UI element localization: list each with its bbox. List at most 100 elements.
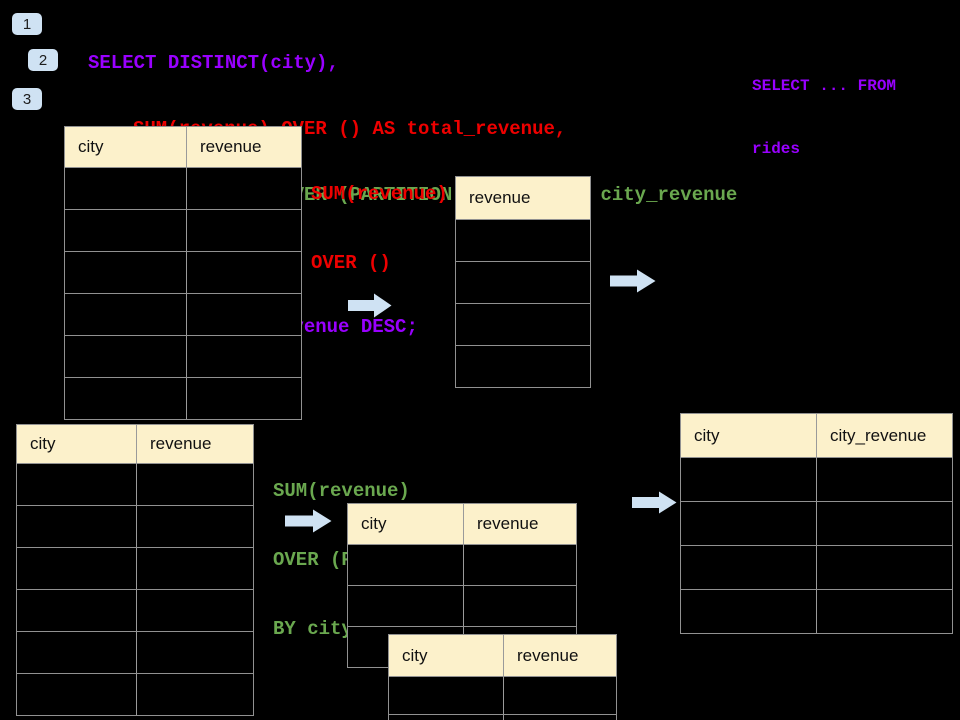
table-row <box>456 219 590 261</box>
table-cell <box>65 210 186 251</box>
table-row <box>65 335 301 377</box>
table-cell <box>456 346 590 387</box>
table-row <box>389 714 616 720</box>
table-cell <box>681 546 816 589</box>
table-row <box>456 303 590 345</box>
column-header-city: city <box>30 434 56 453</box>
table-cell <box>681 458 816 501</box>
table-cell <box>186 168 301 209</box>
table-cell <box>681 502 816 545</box>
table-cell <box>136 464 253 505</box>
table-row <box>348 544 576 585</box>
table-header-row: revenue <box>456 177 590 219</box>
table-cell <box>136 674 253 715</box>
table-cell <box>65 378 186 419</box>
table-row <box>456 345 590 387</box>
column-header-city: city <box>402 645 428 665</box>
table-row <box>17 547 253 589</box>
table-cell <box>681 590 816 633</box>
arrow-right-icon <box>610 269 656 293</box>
table-cell <box>348 545 463 585</box>
table-cell <box>186 210 301 251</box>
table-row <box>348 585 576 626</box>
table-row <box>17 673 253 715</box>
table-cell <box>17 674 136 715</box>
table-cell <box>65 294 186 335</box>
step-badge-2: 2 <box>28 49 58 71</box>
table-source-bottom: city revenue <box>16 424 254 716</box>
sql-line-select: SELECT DISTINCT(city), <box>88 52 339 74</box>
table-cell <box>17 548 136 589</box>
table-cell <box>456 262 590 303</box>
table-cell <box>65 168 186 209</box>
table-cell <box>186 252 301 293</box>
table-cell <box>816 502 952 545</box>
table-cell <box>456 304 590 345</box>
table-row <box>681 501 952 545</box>
table-cell <box>186 294 301 335</box>
annotation-sum-over: SUM(revenue) OVER () <box>311 137 448 321</box>
table-header-row: city city_revenue <box>681 414 952 457</box>
step-badge-label: 3 <box>22 90 32 108</box>
table-cell <box>389 677 503 714</box>
table-row <box>17 463 253 505</box>
arrow-right-icon <box>348 293 392 318</box>
table-row <box>65 209 301 251</box>
table-row <box>17 505 253 547</box>
column-header-revenue: revenue <box>469 188 531 207</box>
table-cell <box>816 458 952 501</box>
table-cell <box>389 715 503 720</box>
table-row <box>681 545 952 589</box>
arrow-right-icon <box>632 491 677 514</box>
table-cell <box>816 546 952 589</box>
table-row <box>681 589 952 633</box>
table-cell <box>17 632 136 673</box>
table-row <box>17 631 253 673</box>
column-header-revenue: revenue <box>503 635 616 676</box>
table-row <box>681 457 952 501</box>
table-row <box>17 589 253 631</box>
table-cell <box>456 220 590 261</box>
table-cell <box>136 632 253 673</box>
table-cell <box>463 545 576 585</box>
column-header-revenue: revenue <box>186 127 301 167</box>
step-badge-3: 3 <box>12 88 42 110</box>
table-cell <box>17 590 136 631</box>
column-header-city: city <box>361 514 387 533</box>
table-source-top: city revenue <box>64 126 302 420</box>
table-row <box>65 377 301 419</box>
arrow-right-icon <box>285 509 332 533</box>
step-badge-label: 2 <box>38 51 48 69</box>
table-row <box>65 293 301 335</box>
table-cell <box>503 715 616 720</box>
column-header-city-revenue: city_revenue <box>816 414 952 457</box>
table-cell <box>186 378 301 419</box>
table-cell <box>186 336 301 377</box>
table-row <box>65 251 301 293</box>
table-row <box>389 676 616 714</box>
column-header-city: city <box>694 425 720 445</box>
table-cell <box>65 336 186 377</box>
step-badge-1: 1 <box>12 13 42 35</box>
table-header-row: city revenue <box>17 425 253 463</box>
table-final-result: city city_revenue <box>680 413 953 634</box>
table-cell <box>503 677 616 714</box>
column-header-revenue: revenue <box>136 425 253 463</box>
table-cell <box>17 464 136 505</box>
table-cell <box>816 590 952 633</box>
table-header-row: city revenue <box>389 635 616 676</box>
annotation-line: SUM(revenue) <box>311 183 448 205</box>
column-header-city: city <box>78 137 104 156</box>
table-partition-back: city revenue <box>388 634 617 720</box>
table-total-revenue-result: revenue <box>455 176 591 388</box>
annotation-line: OVER () <box>311 252 391 274</box>
table-cell <box>348 586 463 626</box>
table-cell <box>136 590 253 631</box>
table-row <box>65 167 301 209</box>
side-note-select-from: SELECT ... FROM rides <box>752 34 896 202</box>
column-header-revenue: revenue <box>463 504 576 544</box>
annotation-line: SUM(revenue) <box>273 480 410 502</box>
table-cell <box>65 252 186 293</box>
side-note-line: SELECT ... FROM <box>752 77 897 95</box>
